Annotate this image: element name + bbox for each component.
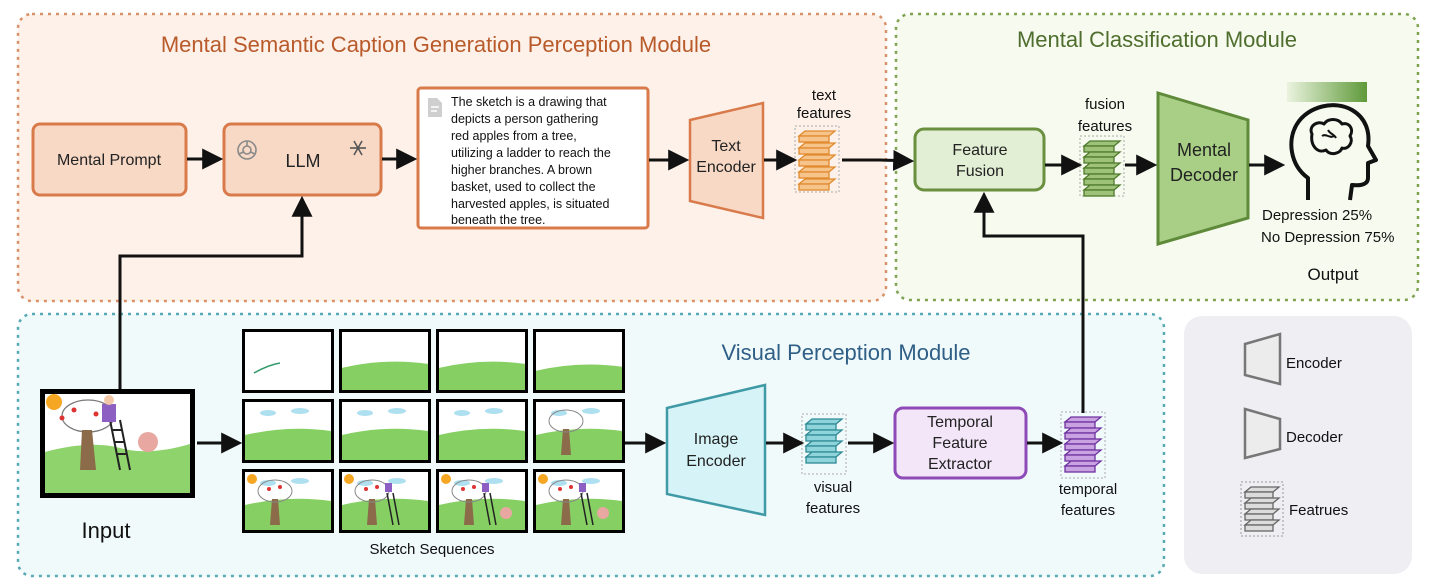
sketch-frame — [339, 329, 431, 393]
sketch-sequences-label: Sketch Sequences — [369, 541, 494, 558]
text-features-label: text — [812, 87, 837, 104]
brain-head-icon — [1289, 103, 1378, 201]
sketch-frame — [339, 469, 431, 533]
feature-fusion-label: Fusion — [956, 163, 1004, 180]
classification-module-title: Mental Classification Module — [1017, 27, 1297, 52]
legend-encoder-icon — [1243, 332, 1282, 386]
mental-decoder-shape — [1156, 90, 1250, 246]
sketch-frame — [533, 329, 625, 393]
mental-prompt-box — [31, 122, 188, 197]
temporal-features-icon — [1060, 411, 1106, 479]
sketch-frame — [533, 469, 625, 533]
arrow-tempfeat-to-fusion — [973, 191, 1085, 413]
flow-arrows — [118, 148, 1286, 454]
output-gradient-bar — [1287, 82, 1367, 102]
document-icon — [428, 98, 442, 117]
fusion-features-label: fusion — [1085, 96, 1125, 113]
feature-fusion-box — [913, 127, 1046, 192]
legend-decoder-label: Decoder — [1286, 429, 1343, 446]
legend-features-label: Featrues — [1289, 502, 1348, 519]
sketch-frame — [436, 399, 528, 463]
sketch-frame — [436, 469, 528, 533]
sketch-frame — [242, 399, 334, 463]
caption-line: depicts a person gathering — [451, 112, 598, 126]
text-encoder-label: Encoder — [696, 159, 756, 176]
openai-logo-icon — [237, 140, 257, 160]
caption-box — [416, 86, 650, 230]
image-encoder-label: Encoder — [686, 453, 746, 470]
input-label: Input — [82, 518, 131, 543]
caption-line: utilizing a ladder to reach the — [451, 146, 611, 160]
image-encoder-shape — [665, 383, 767, 517]
visual-features-icon — [801, 413, 847, 475]
caption-line: higher branches. A brown — [451, 163, 592, 177]
temporal-extractor-label: Extractor — [928, 456, 993, 473]
caption-line: harvested apples, is situated — [451, 197, 609, 211]
caption-line: The sketch is a drawing that — [451, 95, 607, 109]
sketch-frame — [242, 469, 334, 533]
caption-line: basket, used to collect the — [451, 180, 596, 194]
sketch-frame — [339, 399, 431, 463]
legend-encoder-label: Encoder — [1286, 355, 1342, 372]
image-encoder-label: Image — [694, 431, 739, 448]
legend: Encoder Decoder Featrues — [1240, 332, 1348, 537]
fusion-features-icon — [1079, 135, 1125, 197]
caption-line: red apples from a tree, — [451, 129, 577, 143]
visual-features-label: features — [806, 500, 860, 517]
text-features-label: features — [797, 105, 851, 122]
mental-decoder-label: Decoder — [1170, 165, 1238, 185]
temporal-extractor-box — [893, 406, 1028, 480]
legend-features-icon — [1240, 481, 1284, 537]
temporal-features-label: features — [1061, 502, 1115, 519]
visual-module-title: Visual Perception Module — [721, 340, 970, 365]
output-depression: Depression 25% — [1262, 207, 1372, 224]
caption-text: The sketch is a drawing that depicts a p… — [451, 95, 611, 227]
arrow-input-to-llm — [118, 195, 313, 389]
sketch-frame — [242, 329, 334, 393]
sketch-frame — [533, 399, 625, 463]
mental-decoder-label: Mental — [1177, 140, 1231, 160]
mental-prompt-label: Mental Prompt — [57, 152, 162, 169]
output-title: Output — [1307, 265, 1358, 284]
arrow-textfeat-to-fusion — [842, 149, 915, 171]
temporal-features-label: temporal — [1059, 481, 1117, 498]
llm-box — [222, 122, 383, 197]
llm-label: LLM — [285, 151, 320, 171]
text-features-icon — [794, 125, 840, 193]
sketch-sequence-grid — [242, 329, 625, 533]
caption-line: beneath the tree. — [451, 213, 546, 227]
input-sketch-image — [40, 389, 195, 498]
text-encoder-shape — [688, 101, 765, 220]
caption-module-title: Mental Semantic Caption Generation Perce… — [161, 32, 711, 57]
sketch-frame — [436, 329, 528, 393]
text-encoder-label: Text — [711, 138, 741, 155]
visual-features-label: visual — [814, 479, 852, 496]
legend-decoder-icon — [1243, 407, 1282, 460]
temporal-extractor-label: Feature — [932, 435, 987, 452]
snowflake-icon — [350, 140, 366, 156]
feature-fusion-label: Feature — [952, 142, 1007, 159]
fusion-features-label: features — [1078, 118, 1132, 135]
output-no-depression: No Depression 75% — [1261, 229, 1394, 246]
temporal-extractor-label: Temporal — [927, 414, 993, 431]
